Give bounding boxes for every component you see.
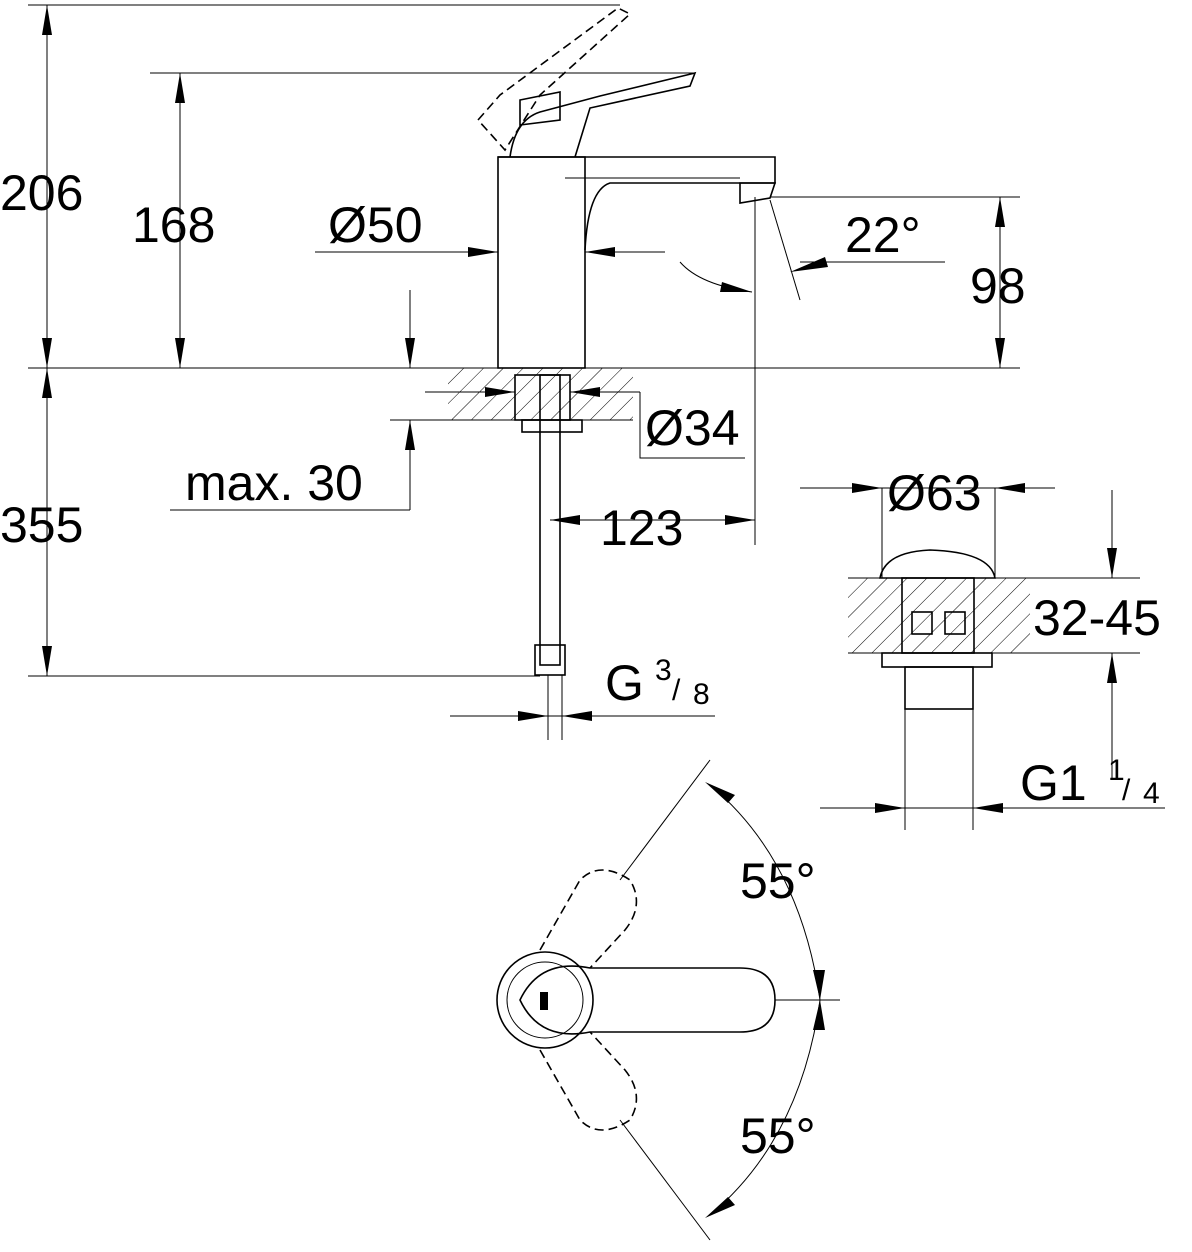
dim-g: G <box>605 655 644 711</box>
countertop-section <box>448 368 633 740</box>
dim-g-den: 8 <box>693 678 710 711</box>
dim-g-slash: / <box>672 674 681 707</box>
dim-123: 123 <box>600 500 683 556</box>
dim-o50: Ø50 <box>328 197 423 253</box>
dim-g1-den: 4 <box>1143 777 1160 810</box>
dim-55-deg-bottom: 55° <box>740 1108 816 1164</box>
dim-32-45: 32-45 <box>1033 590 1161 646</box>
dim-98: 98 <box>970 258 1026 314</box>
waste-valve <box>848 549 1030 830</box>
dim-g1-slash: / <box>1122 774 1131 807</box>
dim-g1-num: 1 <box>1108 754 1125 787</box>
dim-168: 168 <box>132 197 215 253</box>
dim-355: 355 <box>0 497 83 553</box>
lever-top-view <box>496 869 776 1131</box>
dim-22-deg: 22° <box>845 207 921 263</box>
dim-55-deg-top: 55° <box>740 853 816 909</box>
dim-o63: Ø63 <box>887 465 982 521</box>
dim-206: 206 <box>0 165 83 221</box>
faucet-side-view <box>476 7 777 369</box>
dim-g-num: 3 <box>655 654 672 687</box>
dim-g1: G1 <box>1020 755 1087 811</box>
dim-o34: Ø34 <box>645 400 740 456</box>
dim-max-30: max. 30 <box>185 455 363 511</box>
